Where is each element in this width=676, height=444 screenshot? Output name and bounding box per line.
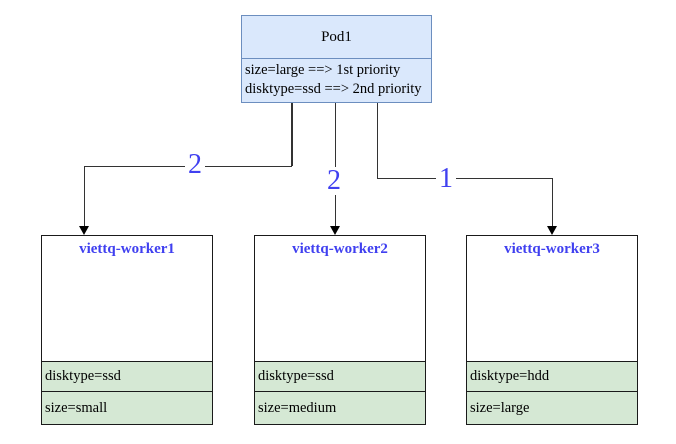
worker2-title: viettq-worker2 xyxy=(292,241,388,257)
edge3-label: 1 xyxy=(436,165,456,193)
worker3-attr-disktype: disktype=hdd xyxy=(467,361,637,391)
edge3-segment-horizontal xyxy=(377,177,553,179)
worker3-body xyxy=(467,258,637,361)
worker2-attr-disktype: disktype=ssd xyxy=(255,361,425,391)
edge2-segment-vertical xyxy=(334,103,336,226)
worker2-attr-size: size=medium xyxy=(255,391,425,424)
worker1-body xyxy=(42,258,212,361)
edge2-arrowhead-icon xyxy=(329,226,340,235)
edge1-segment-vertical-top xyxy=(291,103,293,166)
pod-box: Pod1 size=large ==> 1st priority disktyp… xyxy=(241,15,432,103)
worker2-box: viettq-worker2 disktype=ssd size=medium xyxy=(254,235,426,425)
pod-rules: size=large ==> 1st priority disktype=ssd… xyxy=(242,59,431,99)
worker3-attr-size: size=large xyxy=(467,391,637,424)
pod-rule-2: disktype=ssd ==> 2nd priority xyxy=(245,81,422,97)
pod-title: Pod1 xyxy=(242,16,431,59)
edge3-segment-vertical-bottom xyxy=(551,178,553,226)
edge1-label: 2 xyxy=(185,151,205,179)
worker3-title: viettq-worker3 xyxy=(504,241,600,257)
edge3-arrowhead-icon xyxy=(546,226,557,235)
edge1-arrowhead-icon xyxy=(79,226,89,235)
edge1-segment-vertical-bottom xyxy=(83,166,85,226)
pod-rule-1: size=large ==> 1st priority xyxy=(245,62,401,78)
edge3-segment-vertical-top xyxy=(376,103,378,178)
worker1-attr-size: size=small xyxy=(42,391,212,424)
worker1-attr-disktype: disktype=ssd xyxy=(42,361,212,391)
worker2-body xyxy=(255,258,425,361)
edge2-label: 2 xyxy=(324,167,344,195)
worker1-title: viettq-worker1 xyxy=(79,241,175,257)
worker3-box: viettq-worker3 disktype=hdd size=large xyxy=(466,235,638,425)
worker1-box: viettq-worker1 disktype=ssd size=small xyxy=(41,235,213,425)
